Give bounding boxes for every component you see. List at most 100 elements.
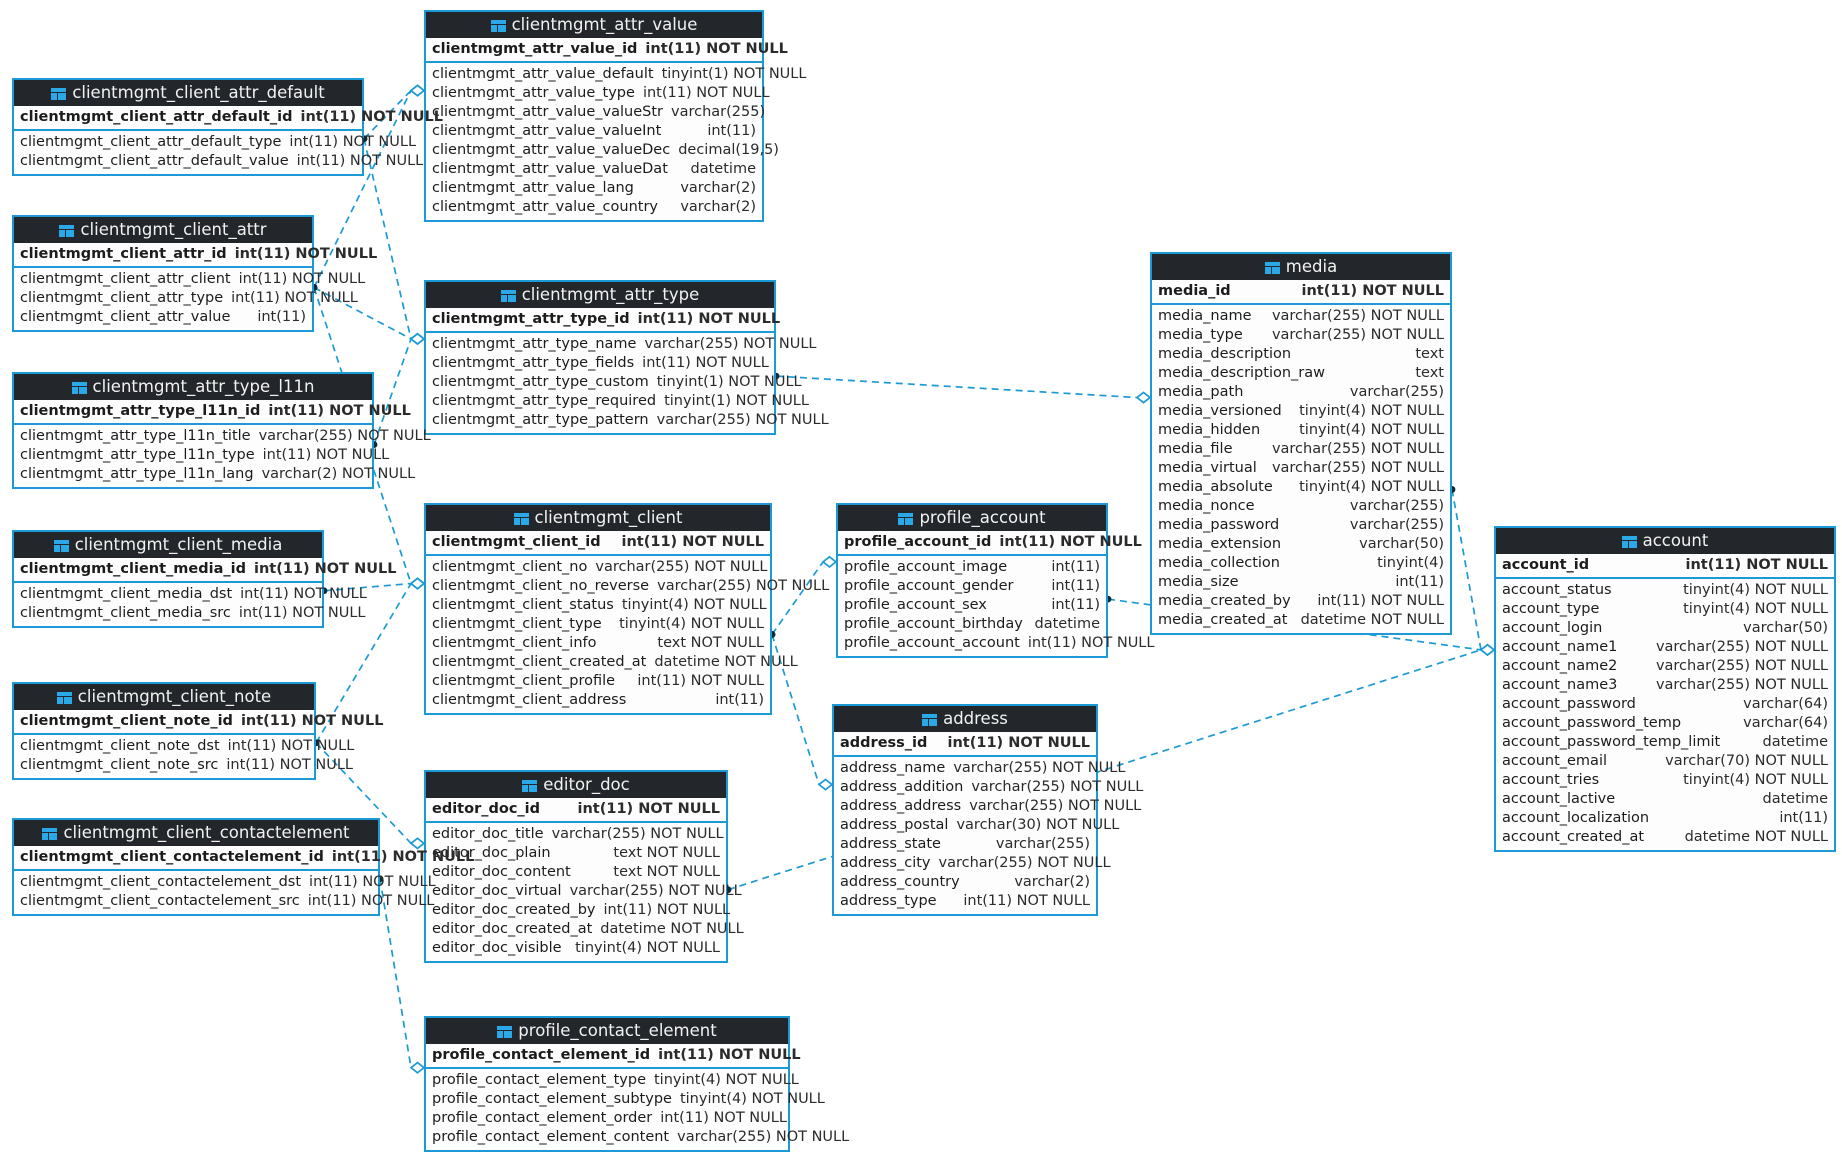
table-header-address[interactable]: address (834, 706, 1096, 732)
table-header-profile_account[interactable]: profile_account (838, 505, 1106, 531)
table-header-account[interactable]: account (1496, 528, 1834, 554)
table-header-clientmgmt_attr_type_l11n[interactable]: clientmgmt_attr_type_l11n (14, 374, 372, 400)
table-header-clientmgmt_client_attr[interactable]: clientmgmt_client_attr (14, 217, 312, 243)
table-header-clientmgmt_client_attr_default[interactable]: clientmgmt_client_attr_default (14, 80, 362, 106)
table-header-clientmgmt_client_note[interactable]: clientmgmt_client_note (14, 684, 314, 710)
table-header-clientmgmt_client_contactelement[interactable]: clientmgmt_client_contactelement (14, 820, 378, 846)
table-header-clientmgmt_client_media[interactable]: clientmgmt_client_media (14, 532, 322, 558)
table-header-profile_contact_element[interactable]: profile_contact_element (426, 1018, 788, 1044)
table-clientmgmt_client_note[interactable]: clientmgmt_client_note clientmgmt_client_… (12, 682, 383, 780)
table-header-clientmgmt_attr_type[interactable]: clientmgmt_attr_type (426, 282, 774, 308)
table-header-clientmgmt_attr_value[interactable]: clientmgmt_attr_value (426, 12, 762, 38)
